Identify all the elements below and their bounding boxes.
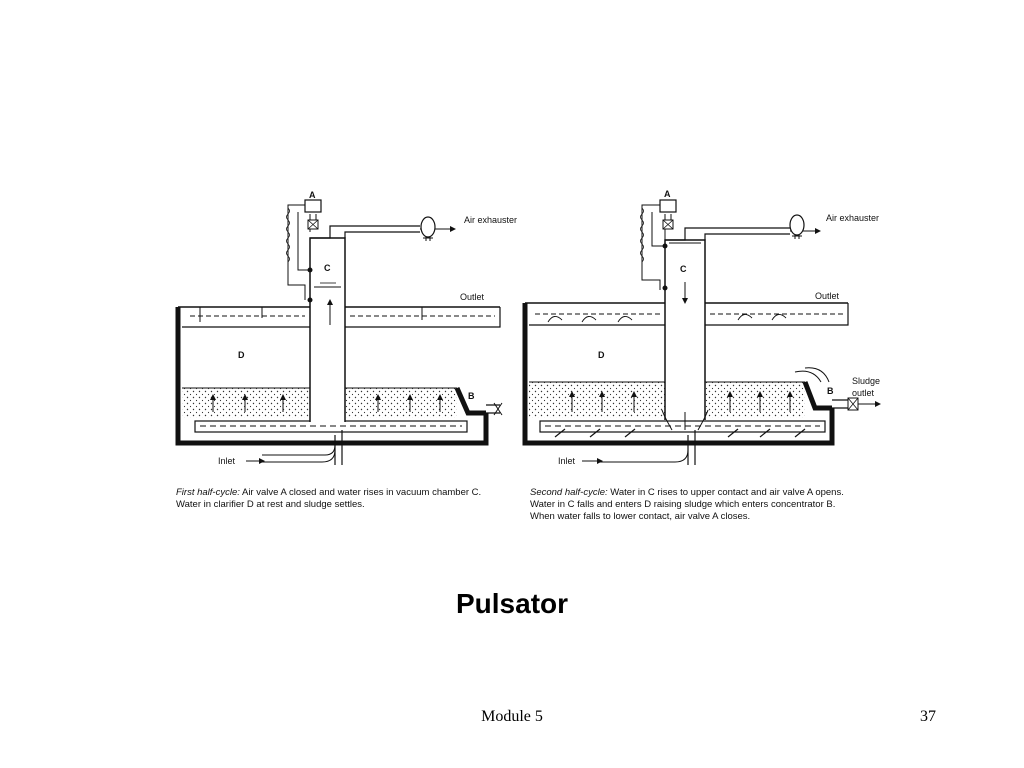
right-air-exhauster-label: Air exhauster xyxy=(826,213,879,223)
left-label-a: A xyxy=(309,190,316,200)
right-sludge-label-line2: outlet xyxy=(852,388,875,398)
left-label-d: D xyxy=(238,350,245,360)
pulsator-diagram: A C D B Air exhauster Outlet Inlet xyxy=(175,189,881,466)
second-caption-line1: Water in C rises to upper contact and ai… xyxy=(607,487,844,498)
right-sludge-label-line1: Sludge xyxy=(852,376,880,386)
right-outlet-label: Outlet xyxy=(815,291,840,301)
second-half-cycle-caption: Second half-cycle: Water in C rises to u… xyxy=(530,487,910,523)
second-caption-line2: Water in C falls and enters D raising sl… xyxy=(530,499,836,510)
left-inlet-label: Inlet xyxy=(218,456,236,466)
right-valve-a xyxy=(659,199,677,213)
left-sludge-layer xyxy=(182,388,310,418)
right-label-b: B xyxy=(827,386,834,396)
left-air-exhauster-label: Air exhauster xyxy=(464,215,517,225)
first-caption-line1: Air valve A closed and water rises in va… xyxy=(239,487,482,498)
page-number: 37 xyxy=(920,708,936,725)
first-caption-lead: First half-cycle: xyxy=(176,487,240,498)
right-label-c: C xyxy=(680,264,687,274)
left-label-c: C xyxy=(324,263,331,273)
left-pulsator xyxy=(175,199,503,465)
second-caption-line3: When water falls to lower contact, air v… xyxy=(530,511,751,522)
right-pulsator xyxy=(522,199,881,465)
first-half-cycle-caption: First half-cycle: Air valve A closed and… xyxy=(176,487,526,511)
right-sludge-layer xyxy=(529,382,665,418)
right-tank-wall xyxy=(522,303,835,446)
right-label-d: D xyxy=(598,350,605,360)
left-label-b: B xyxy=(468,391,475,401)
left-tank-wall xyxy=(175,307,489,446)
footer-module: Module 5 xyxy=(481,708,543,725)
right-inlet-label: Inlet xyxy=(558,456,576,466)
left-outlet-label: Outlet xyxy=(460,292,485,302)
first-caption-line2: Water in clarifier D at rest and sludge … xyxy=(176,499,365,510)
slide-title: Pulsator xyxy=(455,588,569,619)
second-caption-lead: Second half-cycle: xyxy=(530,487,608,498)
right-label-a: A xyxy=(664,189,671,199)
left-valve-a xyxy=(304,199,322,213)
